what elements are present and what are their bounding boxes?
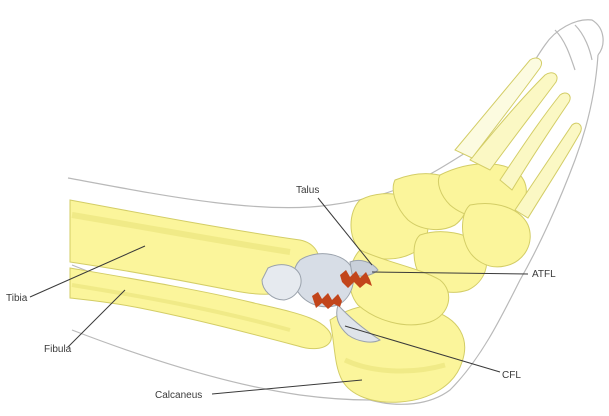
tibia-label: Tibia [6,293,28,304]
atfl-label: ATFL [532,269,556,280]
cfl-label: CFL [502,370,521,381]
talus-label: Talus [296,185,319,196]
calcaneus-label: Calcaneus [155,390,202,401]
midfoot-bones [350,164,531,325]
fibula-label: Fibula [44,344,72,355]
